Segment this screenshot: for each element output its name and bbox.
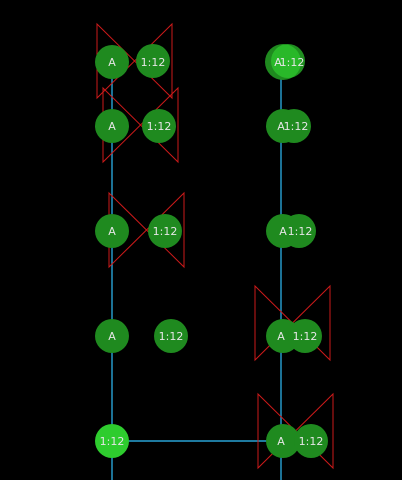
pad-row4-left-b-label: 1:12	[159, 330, 184, 343]
pad-row3-right-b[interactable]	[282, 214, 316, 248]
pad-row3-left-b[interactable]	[148, 214, 182, 248]
pad-row5-left-a-label: 1:12	[100, 435, 125, 448]
pad-row4-right-b-label: 1:12	[293, 330, 318, 343]
pad-row4-right-a-label: A	[277, 330, 285, 343]
component-row1-left[interactable]: A 1:12	[95, 22, 173, 100]
pad-row3-right-a-label: A	[279, 225, 287, 238]
pad-row2-right-b-label: 1:12	[284, 120, 309, 133]
pad-row4-left-b[interactable]	[154, 319, 188, 353]
pad-row1-right-b[interactable]	[271, 44, 305, 78]
pad-row4-right-b[interactable]	[288, 319, 322, 353]
pad-row3-right-b-label: 1:12	[288, 225, 313, 238]
pad-row2-left-a[interactable]	[95, 109, 129, 143]
pad-row2-right-a-label: A	[277, 120, 285, 133]
pad-row1-left-b-label: 1:12	[141, 56, 166, 69]
pad-row4-left-a-label: A	[108, 330, 116, 343]
pad-row1-right-a-label: A	[274, 56, 282, 69]
pad-row4-left-a[interactable]	[95, 319, 129, 353]
pad-row2-left-a-label: A	[108, 120, 116, 133]
component-row4-right[interactable]: A 1:12	[254, 284, 331, 362]
component-row1-right[interactable]: A 1:12	[265, 44, 305, 80]
pad-row5-left-a[interactable]	[95, 424, 129, 458]
pad-row5-right-a[interactable]	[266, 424, 300, 458]
component-row5-left[interactable]: 1:12	[95, 424, 129, 458]
component-row5-right[interactable]: A 1:12	[257, 392, 334, 470]
pad-row5-right-b-label: 1:12	[299, 435, 324, 448]
component-row4-left[interactable]: A 1:12	[95, 319, 188, 353]
pad-row1-left-b[interactable]	[136, 44, 170, 78]
pad-row5-right-b[interactable]	[294, 424, 328, 458]
pad-row1-left-a[interactable]	[95, 45, 129, 79]
pad-row3-left-a-label: A	[108, 225, 116, 238]
component-row3-left[interactable]: A 1:12	[95, 191, 185, 269]
pad-row3-left-a[interactable]	[95, 214, 129, 248]
component-row2-right[interactable]: A 1:12	[266, 109, 311, 143]
pad-row2-right-b[interactable]	[277, 109, 311, 143]
pad-row2-left-b[interactable]	[142, 109, 176, 143]
pad-row2-left-b-label: 1:12	[147, 120, 172, 133]
pad-row5-right-a-label: A	[277, 435, 285, 448]
pad-row3-left-b-label: 1:12	[153, 225, 178, 238]
component-row3-right[interactable]: A 1:12	[266, 214, 316, 248]
pad-row1-right-b-label: 1:12	[280, 56, 305, 69]
pad-row1-left-a-label: A	[108, 56, 116, 69]
component-row2-left[interactable]: A 1:12	[95, 86, 179, 164]
